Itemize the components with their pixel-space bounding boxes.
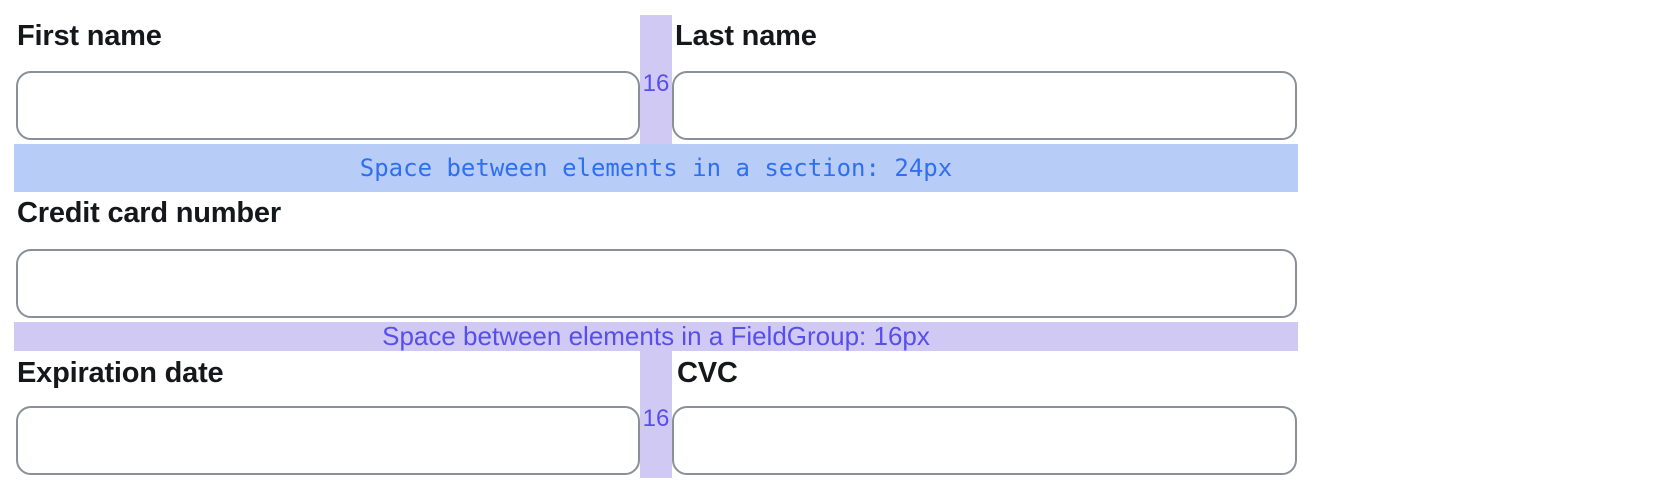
column-gap-band-top: [640, 15, 672, 144]
card-number-input[interactable]: [16, 249, 1297, 318]
expiration-date-input[interactable]: [16, 406, 640, 475]
first-name-label: First name: [17, 20, 162, 52]
section-gap-label: Space between elements in a section: 24p…: [359, 154, 953, 182]
cvc-label: CVC: [677, 357, 738, 389]
column-gap-value-top: 16: [642, 70, 670, 97]
cvc-input[interactable]: [672, 406, 1297, 475]
last-name-input[interactable]: [672, 71, 1297, 140]
section-gap-band: Space between elements in a section: 24p…: [14, 144, 1298, 192]
column-gap-value-bottom: 16: [642, 405, 670, 432]
expiration-date-label: Expiration date: [17, 357, 224, 389]
card-number-label: Credit card number: [17, 197, 281, 229]
column-gap-band-bottom: [640, 351, 672, 478]
fieldgroup-gap-label: Space between elements in a FieldGroup: …: [382, 321, 930, 351]
last-name-label: Last name: [675, 20, 817, 52]
fieldgroup-gap-band: Space between elements in a FieldGroup: …: [14, 321, 1298, 351]
first-name-input[interactable]: [16, 71, 640, 140]
